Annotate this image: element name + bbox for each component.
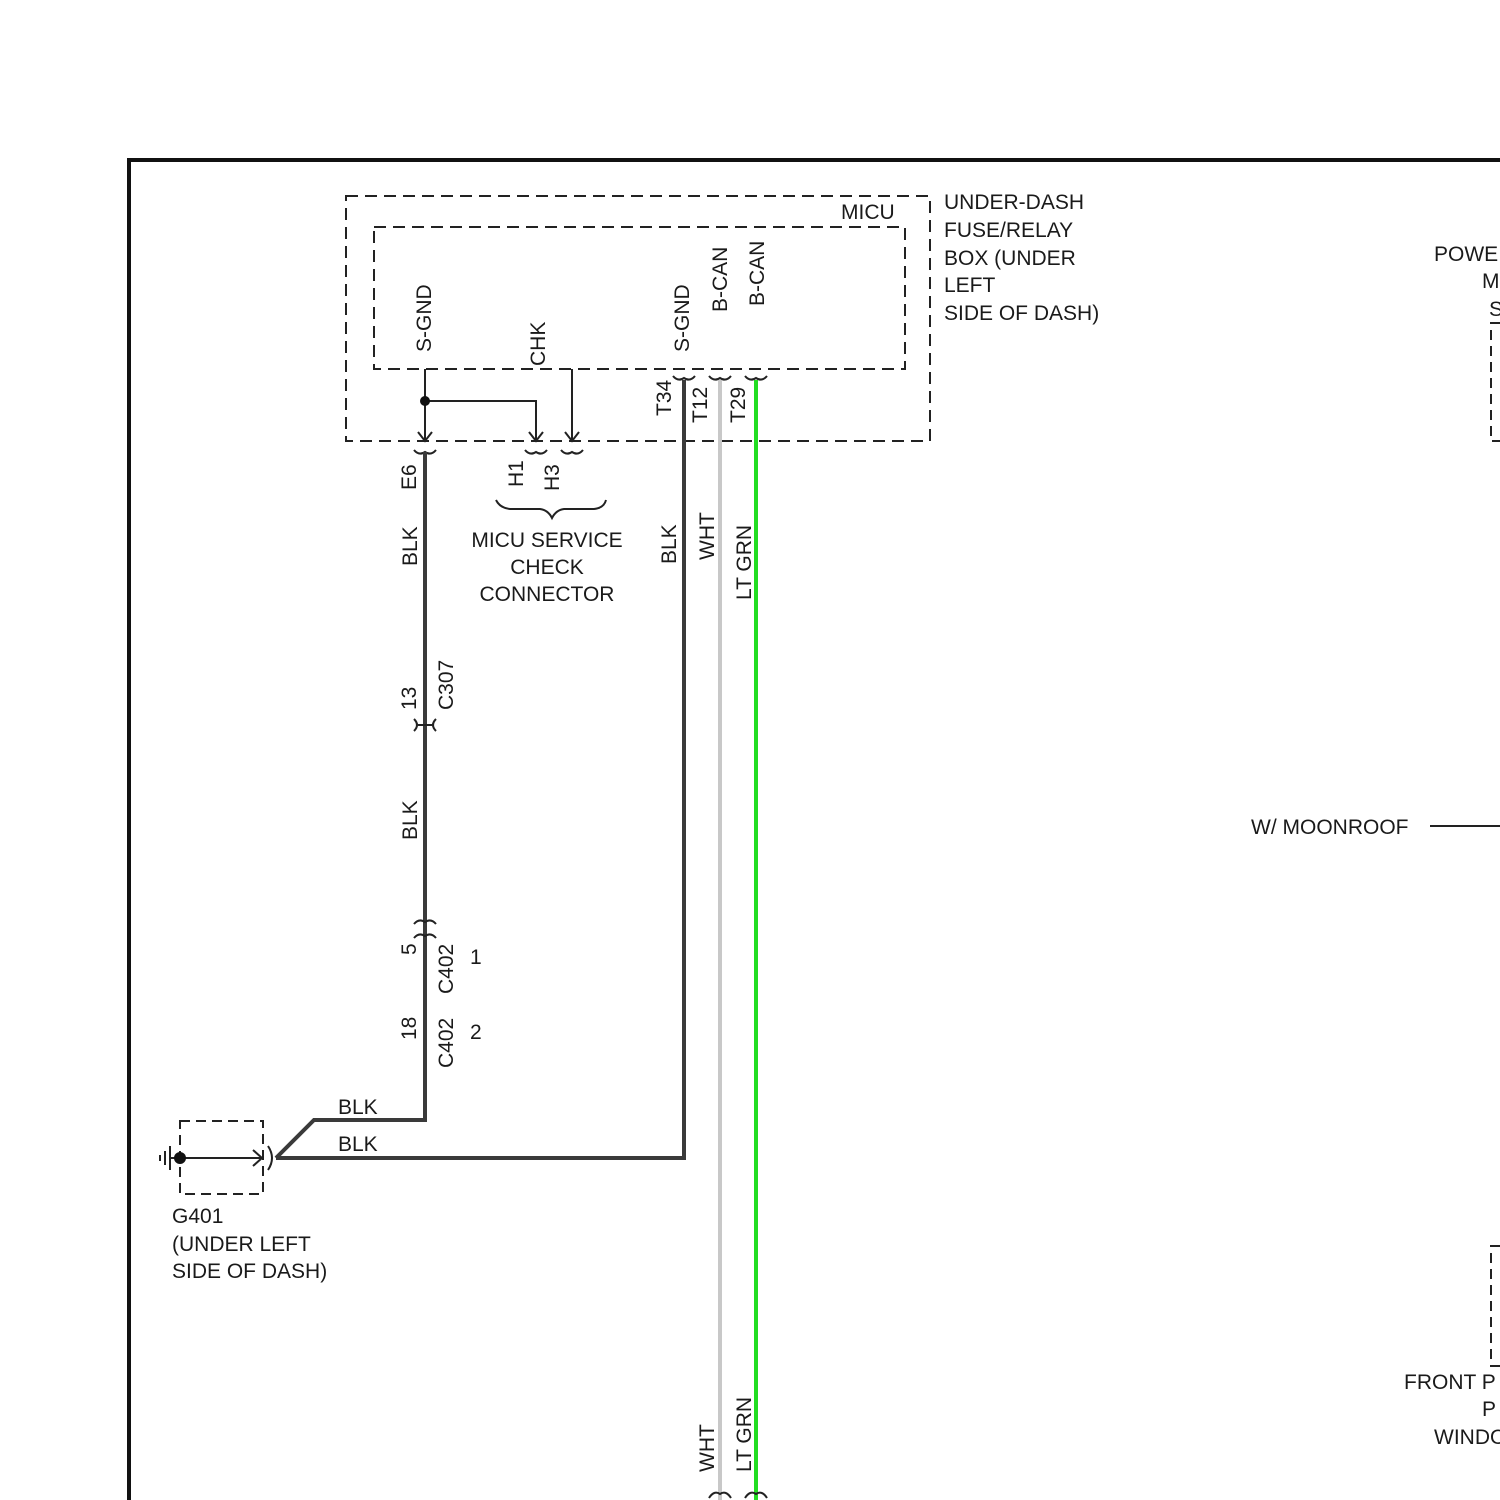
wire-label-blk-mid: BLK (399, 800, 422, 840)
wire-label-ltgrn-bottom: LT GRN (733, 1397, 756, 1472)
connector-c307-pin: 13 (398, 687, 421, 710)
moonroof-label: W/ MOONROOF (1251, 816, 1408, 839)
wire-label-blk-ground-1: BLK (338, 1096, 378, 1119)
s-gnd-internal-wiring (418, 369, 579, 441)
terminal-h1: H1 (505, 460, 528, 487)
connector-c307-label: C307 (435, 660, 458, 710)
connector-c402-label-b: C402 (435, 1018, 458, 1068)
power-label-line-1: POWE (1434, 243, 1498, 266)
terminal-h3: H3 (541, 464, 564, 491)
service-connector-line-3: CONNECTOR (480, 583, 615, 606)
wire-label-wht-bottom: WHT (696, 1424, 719, 1472)
connector-c402-pin-5: 5 (398, 943, 421, 955)
connector-cup-t34 (673, 376, 695, 380)
power-module-outline (1491, 323, 1500, 441)
connector-c402-note-1: 1 (470, 946, 482, 969)
service-connector-brace (496, 500, 606, 518)
fuse-box-line-5: SIDE OF DASH) (944, 302, 1099, 325)
wire-label-blk-t34: BLK (658, 524, 681, 564)
front-label-line-2: P (1482, 1398, 1496, 1421)
terminal-t29: T29 (727, 387, 750, 423)
connector-cup-h3 (561, 450, 583, 454)
wire-label-wht-top: WHT (696, 512, 719, 560)
pin-label-b-can-2: B-CAN (746, 241, 769, 306)
power-label-line-2: M (1482, 270, 1500, 293)
connector-cup-h1 (525, 450, 547, 454)
terminal-e6: E6 (398, 464, 421, 490)
ground-location-line-1: (UNDER LEFT (172, 1233, 311, 1256)
micu-label: MICU (841, 201, 895, 224)
pin-label-chk: CHK (527, 322, 550, 366)
front-module-outline (1491, 1246, 1500, 1366)
ground-name: G401 (172, 1205, 223, 1228)
ground-point (174, 1152, 186, 1164)
ground-location-line-2: SIDE OF DASH) (172, 1260, 327, 1283)
terminal-t34: T34 (653, 379, 676, 416)
connector-cup-t29 (745, 376, 767, 380)
service-connector-line-1: MICU SERVICE (471, 529, 622, 552)
fuse-box-line-4: LEFT (944, 274, 996, 297)
wire-label-blk-e6: BLK (399, 526, 422, 566)
pin-label-s-gnd-left: S-GND (413, 284, 436, 352)
connector-c402-label-a: C402 (435, 944, 458, 994)
connector-cup-t12 (709, 376, 731, 380)
terminal-t12: T12 (689, 387, 712, 423)
splice-point (420, 396, 430, 406)
fuse-box-location-label: UNDER-DASH FUSE/RELAY BOX (UNDER LEFT SI… (944, 191, 1099, 325)
service-connector-line-2: CHECK (510, 556, 584, 579)
fuse-box-line-1: UNDER-DASH (944, 191, 1084, 214)
connector-c402-pin-18: 18 (398, 1017, 421, 1040)
pin-label-b-can-1: B-CAN (709, 247, 732, 312)
front-label-line-1: FRONT P (1404, 1371, 1496, 1394)
front-module-label: FRONT P P WINDO (1404, 1371, 1500, 1449)
wire-label-blk-ground-2: BLK (338, 1133, 378, 1156)
fuse-box-line-2: FUSE/RELAY (944, 219, 1073, 242)
front-label-line-3: WINDO (1434, 1426, 1500, 1449)
connector-c402-note-2: 2 (470, 1021, 482, 1044)
wire-label-ltgrn-top: LT GRN (733, 525, 756, 600)
ground-g401-label: G401 (UNDER LEFT SIDE OF DASH) (172, 1205, 327, 1283)
micu-outline (374, 227, 905, 369)
power-module-label: POWE M S (1434, 243, 1500, 321)
power-label-line-3: S (1489, 298, 1500, 321)
fuse-box-line-3: BOX (UNDER (944, 247, 1076, 270)
pin-label-s-gnd-right: S-GND (671, 284, 694, 352)
service-connector-label: MICU SERVICE CHECK CONNECTOR (471, 529, 622, 606)
